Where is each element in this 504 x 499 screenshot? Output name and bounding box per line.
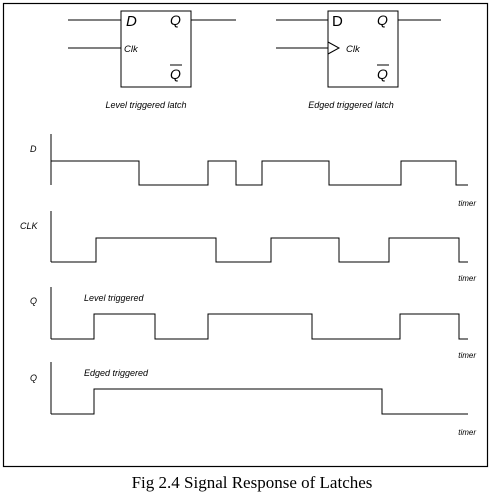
figure-caption: Fig 2.4 Signal Response of Latches [131,473,373,492]
trace-note: Edged triggered [84,368,149,378]
trace-label: Q [30,373,37,383]
edge-qbar-label: Q [377,66,388,82]
level-d-label: D [126,13,137,30]
level-qbar-label: Q [170,66,181,82]
trace-axis-label: timer [458,351,476,360]
trace-axis-label: timer [458,274,476,283]
level-latch-caption: Level triggered latch [105,100,186,110]
edge-d-label: D [332,13,343,30]
edge-latch-box [327,10,399,88]
trace-waveform [51,388,468,415]
edge-latch-caption: Edged triggered latch [308,100,394,110]
trace-axis-label: timer [458,199,476,208]
figure-frame [2,2,489,468]
clock-edge-triangle [327,41,341,55]
trace-waveform [51,313,468,340]
edge-latch: D Q Clk Q Edged triggered latch [276,10,441,110]
trace-label: D [30,144,37,154]
edge-clk-label: Clk [346,44,361,55]
level-q-label: Q [170,12,181,28]
trace-waveform [51,237,468,263]
level-clk-label: Clk [124,44,139,55]
edge-q-label: Q [377,12,388,28]
level-latch-box [120,10,192,88]
trace-axis-label: timer [458,428,476,437]
level-latch: D Q Clk Q Level triggered latch [68,10,236,110]
trace-note: Level triggered [84,293,145,303]
trace-label: CLK [20,221,39,231]
trace-label: Q [30,296,37,306]
trace-waveform [50,160,468,186]
